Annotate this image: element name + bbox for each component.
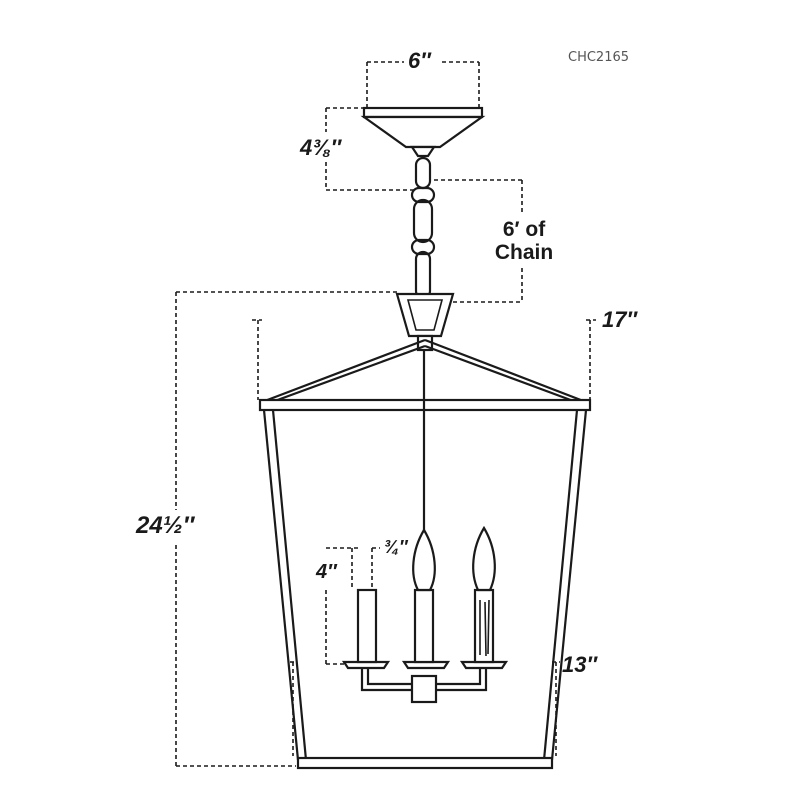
chain	[410, 156, 436, 300]
canopy-height-label: 4⅜″	[300, 135, 342, 160]
canopy-width-label: 6″	[408, 48, 431, 73]
candle-diameter-label: ¾″	[384, 537, 408, 557]
overall-height-label: 24½″	[136, 512, 195, 539]
hanger-cap	[395, 292, 455, 352]
dimension-lines	[175, 61, 596, 767]
chain-length-label: 6′ of Chain	[488, 218, 560, 264]
chain-length-line1: 6′ of	[502, 218, 546, 241]
bottom-width-label: 13″	[562, 652, 598, 677]
canopy	[360, 106, 486, 158]
candle-height-label: 4″	[316, 561, 337, 583]
chain-length-line2: Chain	[494, 241, 554, 265]
model-number: CHC2165	[568, 50, 630, 65]
candle-cluster	[341, 525, 509, 704]
cage-frame	[262, 409, 588, 770]
overall-width-label: 17″	[602, 307, 638, 332]
